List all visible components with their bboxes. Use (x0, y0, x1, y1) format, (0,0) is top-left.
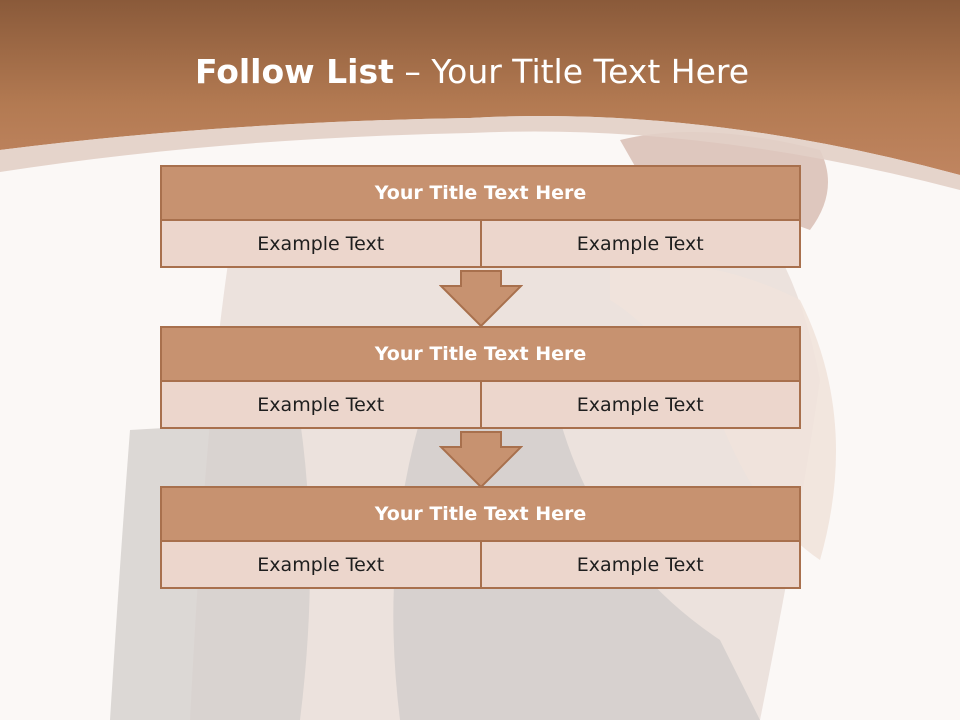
step-title-1: Your Title Text Here (160, 165, 801, 221)
step-box-1: Your Title Text Here Example Text Exampl… (160, 165, 801, 268)
step-3-right-cell: Example Text (479, 540, 801, 589)
step-2-right-cell: Example Text (479, 380, 801, 429)
slide-title-bold: Follow List (194, 52, 394, 91)
slide-title: Follow List – Your Title Text Here (0, 52, 944, 91)
step-row-2: Example Text Example Text (160, 380, 801, 429)
step-box-3: Your Title Text Here Example Text Exampl… (160, 486, 801, 589)
arrow-down-icon (439, 431, 523, 489)
slide-title-rest: – Your Title Text Here (393, 52, 750, 91)
arrow-down-icon (439, 270, 523, 328)
step-row-1: Example Text Example Text (160, 219, 801, 268)
step-row-3: Example Text Example Text (160, 540, 801, 589)
step-1-right-cell: Example Text (479, 219, 801, 268)
step-3-left-cell: Example Text (160, 540, 482, 589)
step-2-left-cell: Example Text (160, 380, 482, 429)
step-title-3: Your Title Text Here (160, 486, 801, 542)
step-title-2: Your Title Text Here (160, 326, 801, 382)
step-box-2: Your Title Text Here Example Text Exampl… (160, 326, 801, 429)
step-1-left-cell: Example Text (160, 219, 482, 268)
